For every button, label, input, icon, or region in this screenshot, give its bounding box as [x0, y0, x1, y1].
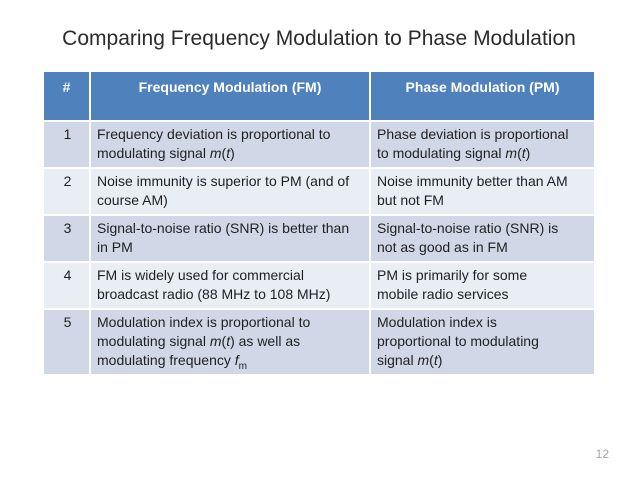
fm-cell: Noise immunity is superior to PM (and of…	[89, 167, 371, 216]
table-row: 2 Noise immunity is superior to PM (and …	[42, 167, 596, 216]
row-number-cell: 2	[42, 167, 91, 216]
table-row: 3 Signal-to-noise ratio (SNR) is better …	[42, 214, 596, 263]
row-number-cell: 3	[42, 214, 91, 263]
column-header-pm: Phase Modulation (PM)	[369, 70, 596, 122]
page-number: 12	[595, 447, 609, 461]
row-number-cell: 4	[42, 261, 91, 310]
row-number-cell: 5	[42, 308, 91, 376]
row-number-cell: 1	[42, 120, 91, 169]
table-row: 1 Frequency deviation is proportional to…	[42, 120, 596, 169]
fm-cell: Signal-to-noise ratio (SNR) is better th…	[89, 214, 371, 263]
slide-title: Comparing Frequency Modulation to Phase …	[62, 27, 576, 50]
table-header-row: # Frequency Modulation (FM) Phase Modula…	[42, 70, 596, 122]
column-header-number: #	[42, 70, 91, 122]
comparison-table: # Frequency Modulation (FM) Phase Modula…	[42, 70, 596, 376]
column-header-fm: Frequency Modulation (FM)	[89, 70, 371, 122]
